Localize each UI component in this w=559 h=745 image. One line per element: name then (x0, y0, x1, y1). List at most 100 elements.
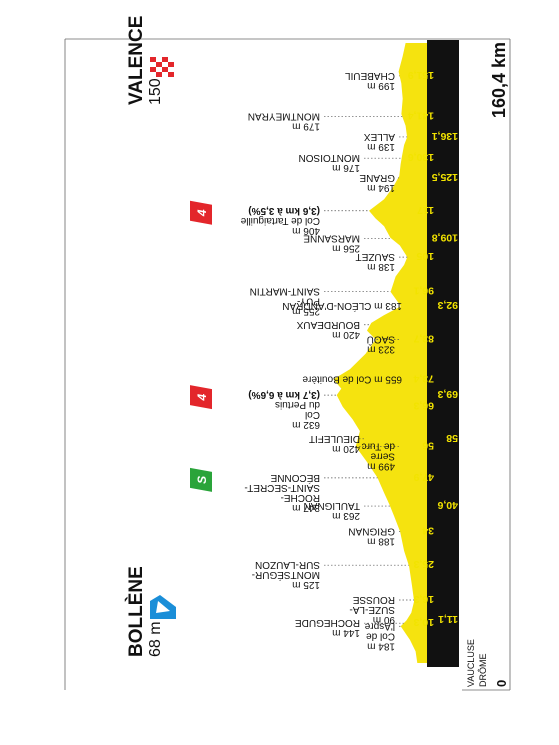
km-marker-bottom: 109,8 (432, 232, 458, 244)
waypoint-climb-stats: (3,7 km à 6,6%) (248, 389, 320, 400)
department-vaucluse: VAUCLUSE (466, 639, 476, 687)
waypoint-text: 184 m (367, 640, 395, 651)
km-marker-top: 96,1 (413, 285, 434, 297)
badge-text: S (195, 476, 209, 484)
waypoint-text: 139 m (367, 141, 395, 152)
waypoint-text: 199 m (367, 80, 395, 91)
waypoint-text: ROCHEGUDE (295, 617, 360, 628)
waypoint-text: 179 m (292, 120, 320, 131)
waypoint-text: MONTMEYRAN (248, 110, 320, 121)
climb-category-icon: 4 (190, 200, 212, 225)
km-marker-bottom: 125,5 (432, 171, 458, 183)
badge-text: 4 (195, 209, 209, 217)
waypoint-text: MONTOISON (299, 152, 360, 163)
finish-flag-icon (150, 57, 174, 77)
waypoint-text: 90 m (373, 614, 395, 625)
waypoint-text: 144 m (332, 627, 360, 638)
waypoint-text: PUY- (297, 296, 320, 307)
waypoint-text: GRIGNAN (348, 526, 395, 537)
waypoint-text: 188 m (367, 536, 395, 547)
km-marker-top: 105 (416, 250, 434, 262)
waypoint-text: ALLEX (364, 131, 395, 142)
km-marker-top: 10,3 (413, 616, 434, 628)
waypoint-text: 406 m (292, 225, 320, 236)
waypoint-text: 256 m (332, 243, 360, 254)
waypoint-text: SAINT-SECRET- (244, 482, 320, 493)
waypoint-text: Serre (370, 451, 395, 462)
waypoint-text: BÉCONNE (270, 472, 320, 485)
waypoint-text: GRANE (359, 172, 395, 183)
km-markers-top: 10,316,325,33447,95666,373,483,796,11051… (408, 69, 434, 628)
waypoint-text: SAUZET (356, 251, 395, 262)
waypoint-text: 263 m (332, 510, 360, 521)
waypoint-text: SAOÛ (367, 333, 395, 346)
km-marker-top: 16,3 (413, 593, 434, 605)
elevation-profile (333, 43, 427, 663)
waypoint-text: Col (305, 409, 320, 420)
km-marker-top: 47,9 (413, 471, 434, 483)
waypoint-text: CHABEUIL (345, 70, 395, 81)
waypoint-text: ROUSSE (352, 594, 395, 605)
km-marker-bottom: 92,3 (437, 299, 458, 311)
waypoint-text: DIEULEFIT (309, 433, 360, 444)
km-marker-top: 25,3 (413, 558, 434, 570)
waypoint-text: 255 m (292, 306, 320, 317)
waypoint-text: 632 m (292, 419, 320, 430)
badge-shape (190, 467, 212, 492)
km-marker-top: 117 (417, 204, 434, 216)
km-marker-top: 56 (422, 440, 434, 452)
waypoint-text: SUR-LAUZON (255, 559, 320, 570)
total-distance: 160,4 km (489, 42, 509, 118)
waypoint-text: ROCHE- (281, 492, 320, 503)
waypoint-text: SAINT-MARTIN (250, 286, 320, 297)
waypoint-text: Col de (366, 630, 395, 641)
waypoint-text: 420 m (332, 329, 360, 340)
badge-text: 4 (195, 393, 209, 401)
department-drome: DRÔME (478, 654, 488, 688)
distance-band (427, 40, 459, 667)
km-marker-bottom: 40,6 (437, 499, 458, 511)
waypoint-text: 138 m (367, 261, 395, 272)
waypoint-climb-stats: (3,6 km à 3,5%) (248, 205, 320, 216)
waypoint-text: 323 m (367, 343, 395, 354)
waypoint-text: SUZE-LA- (349, 604, 395, 615)
waypoint-text: de Turc (362, 441, 395, 452)
badge-shape (190, 200, 212, 225)
start-flag-icon (150, 595, 176, 619)
waypoint-text: BOURDEAUX (296, 319, 360, 330)
inline-waypoint-label: 183 m CLÉON-D'ANDRAN (282, 300, 402, 313)
waypoint-text: l'Aspre (364, 620, 395, 631)
km-marker-top: 151,9 (408, 69, 434, 81)
km-marker-top: 83,7 (413, 332, 434, 344)
waypoint-text: MARSANNE (303, 233, 360, 244)
climb-badges: S 4 4 (190, 200, 212, 492)
start-altitude: 68 m (147, 621, 164, 657)
waypoint-text: TAULIGNAN (304, 500, 361, 511)
waypoint-text: Col de Tartaiguille (240, 215, 320, 226)
waypoint-text: 176 m (332, 162, 360, 173)
km-marker-bottom: 58 (446, 432, 458, 444)
km-marker-top: 34 (422, 525, 434, 537)
waypoint-text: MONTSÉGUR- (252, 569, 320, 582)
